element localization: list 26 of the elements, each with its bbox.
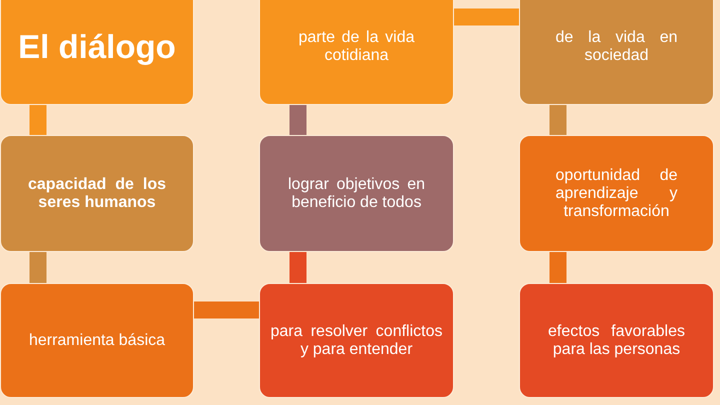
connector-bar [30, 105, 46, 135]
concept-text: lograr objetivos en beneficio de todos [288, 176, 425, 212]
concept-text: herramienta básica [28, 332, 166, 350]
concept-text: para resolver conflictos y para entender [270, 322, 442, 358]
concept-box [259, 135, 454, 252]
concept-box [0, 283, 194, 398]
concept-box [259, 0, 454, 105]
title-text: El diálogo [17, 28, 177, 66]
connector-bar [290, 105, 306, 135]
concept-text: parte de la vida cotidiana [298, 28, 414, 64]
connector-bar [30, 252, 46, 283]
connector-bar [454, 8, 519, 26]
concept-text: oportunidad de aprendizaje y transformación [556, 166, 678, 220]
concept-text: efectos favorables para las personas [548, 322, 685, 358]
concept-text: capacidad de los seres humanos [28, 176, 166, 212]
concept-box [0, 0, 194, 105]
concept-box [0, 135, 194, 252]
concept-box [519, 283, 714, 398]
connector-bar [550, 105, 566, 135]
concept-text: de la vida en sociedad [556, 28, 678, 64]
concept-box [519, 0, 714, 105]
connector-bar [550, 252, 566, 283]
connector-bar [290, 252, 306, 283]
connector-bar [194, 302, 259, 318]
concept-box [519, 135, 714, 252]
concept-box [259, 283, 454, 398]
